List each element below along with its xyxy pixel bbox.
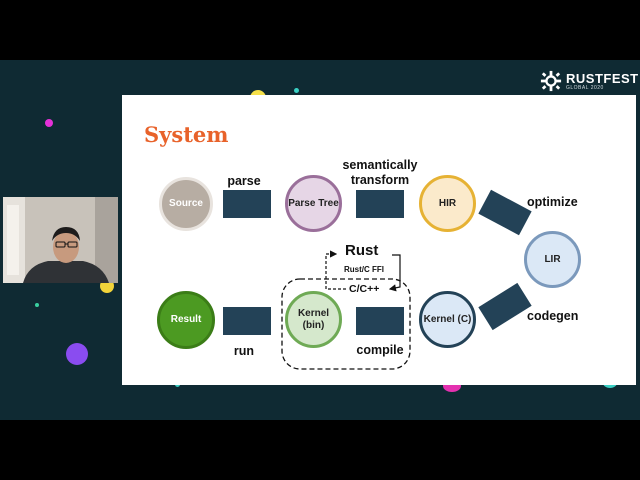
edge-box-semantically-transform <box>356 190 404 218</box>
node-kernel-bin: Kernel (bin) <box>285 291 342 348</box>
edge-box-run <box>223 307 271 335</box>
diagram-connectors <box>281 250 411 370</box>
rust-label: Rust <box>345 242 379 259</box>
kernel-dashed-group <box>281 278 411 370</box>
edge-label-compile: compile <box>356 343 404 357</box>
rust-c-ffi-label: Rust/C FFI <box>344 265 384 274</box>
cpp-to-rust-arrow <box>325 250 346 290</box>
logo-title: RUSTFEST <box>566 70 639 86</box>
node-hir: HIR <box>419 175 476 232</box>
edge-label-run: run <box>233 344 255 358</box>
node-result: Result <box>157 291 215 349</box>
rustfest-gear-icon <box>540 70 562 92</box>
node-lir: LIR <box>524 231 581 288</box>
node-parse-tree: Parse Tree <box>285 175 342 232</box>
node-source: Source <box>159 177 213 231</box>
node-kernel-c: Kernel (C) <box>419 291 476 348</box>
rustfest-logo: RUSTFEST GLOBAL 2020 <box>540 70 639 92</box>
logo-subtitle: GLOBAL 2020 <box>566 84 604 91</box>
webcam-feed <box>3 197 118 283</box>
presentation-slide: System Source parse Parse Tree semantica… <box>122 95 636 385</box>
edge-box-parse <box>223 190 271 218</box>
edge-label-semantically-transform: semantically transform <box>342 158 418 187</box>
slide-title: System <box>144 122 229 147</box>
bokeh-light <box>35 303 39 307</box>
bokeh-light <box>45 119 53 127</box>
bokeh-light <box>66 343 88 365</box>
edge-box-compile <box>356 307 404 335</box>
bokeh-light <box>294 88 299 93</box>
edge-label-parse: parse <box>227 174 261 188</box>
rust-to-cpp-arrow <box>388 254 401 292</box>
cpp-label: C/C++ <box>349 283 380 295</box>
speaker-video <box>3 197 118 283</box>
edge-label-optimize: optimize <box>527 195 578 209</box>
edge-label-codegen: codegen <box>527 309 579 323</box>
